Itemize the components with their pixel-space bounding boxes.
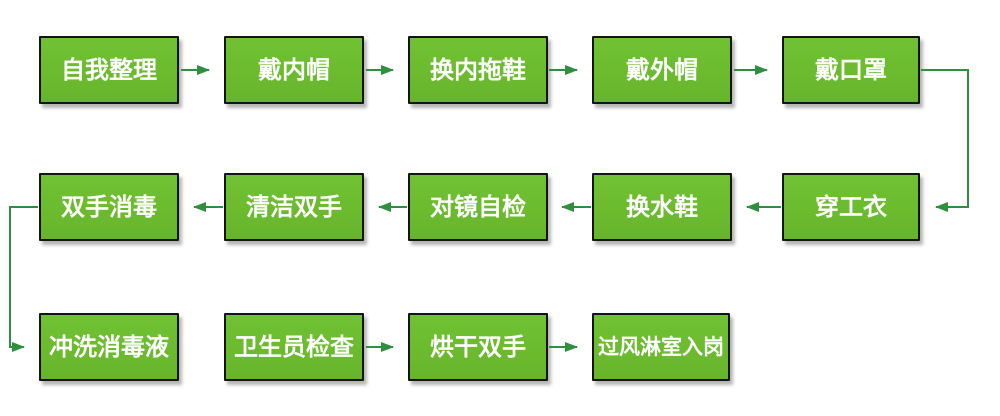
step-label: 烘干双手	[430, 333, 526, 361]
step-label: 对镜自检	[430, 193, 526, 221]
arrow-face-mask-to-work-clothes	[921, 69, 969, 212]
step-mirror-self-check: 对镜自检	[408, 173, 548, 241]
step-label: 冲洗消毒液	[49, 333, 169, 361]
step-label: 换水鞋	[626, 193, 698, 221]
step-label: 戴内帽	[258, 56, 330, 84]
step-hand-disinfect: 双手消毒	[39, 173, 179, 241]
step-work-clothes: 穿工衣	[782, 173, 920, 241]
arrow-hand-disinfect-to-rinse-disinfectant	[9, 206, 38, 352]
step-label: 双手消毒	[61, 193, 157, 221]
step-label: 卫生员检查	[234, 333, 354, 361]
step-clean-hands: 清洁双手	[224, 173, 364, 241]
step-hygienist-check: 卫生员检查	[224, 313, 364, 381]
step-air-shower-entry: 过风淋室入岗	[592, 313, 730, 381]
step-label: 清洁双手	[246, 193, 342, 221]
step-label: 换内拖鞋	[430, 56, 526, 84]
step-label: 戴外帽	[626, 56, 698, 84]
step-label: 戴口罩	[815, 56, 887, 84]
step-label: 自我整理	[61, 56, 157, 84]
step-label: 穿工衣	[815, 193, 887, 221]
step-water-boots: 换水鞋	[592, 173, 732, 241]
step-outer-cap: 戴外帽	[592, 36, 732, 104]
step-self-tidy: 自我整理	[39, 36, 179, 104]
step-face-mask: 戴口罩	[782, 36, 920, 104]
step-label: 过风淋室入岗	[598, 334, 724, 359]
step-inner-cap: 戴内帽	[224, 36, 364, 104]
step-rinse-disinfectant: 冲洗消毒液	[39, 313, 179, 381]
step-dry-hands: 烘干双手	[408, 313, 548, 381]
step-inner-slippers: 换内拖鞋	[408, 36, 548, 104]
